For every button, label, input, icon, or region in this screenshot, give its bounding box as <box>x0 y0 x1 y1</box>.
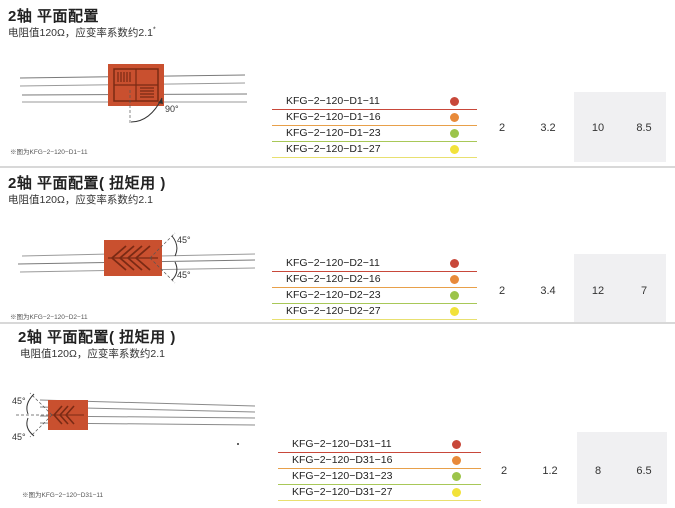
value-cell: 3.2 <box>540 122 556 134</box>
model-row: KFG−2−120−D31−11 <box>278 437 481 452</box>
value-cell: 2 <box>500 465 508 477</box>
color-dot-orange <box>450 113 459 122</box>
row-divider <box>278 468 481 469</box>
model-name: KFG−2−120−D1−11 <box>286 95 380 107</box>
model-row: KFG−2−120−D31−27 <box>278 485 481 500</box>
color-dot-yellow <box>450 307 459 316</box>
model-name: KFG−2−120−D2−16 <box>286 273 381 285</box>
figure-note: ※图为KFG−2−120−D2−11 <box>10 314 88 321</box>
model-row: KFG−2−120−D31−23 <box>278 469 481 484</box>
section-d31: 2轴 平面配置( 扭矩用 ) 电阻值120Ω，应变率系数约2.1 45° 45°… <box>0 324 675 508</box>
color-dot-orange <box>450 275 459 284</box>
model-name: KFG−2−120−D31−11 <box>292 438 392 450</box>
color-dot-green <box>450 129 459 138</box>
gauge-illustration <box>16 392 256 445</box>
value-cell: 8.5 <box>636 122 652 134</box>
row-divider <box>278 500 481 501</box>
model-row: KFG−2−120−D1−11 <box>272 94 477 109</box>
section-subtitle: 电阻值120Ω，应变率系数约2.1 <box>8 194 153 206</box>
row-divider <box>272 157 477 158</box>
color-dot-yellow <box>450 145 459 154</box>
model-name: KFG−2−120−D1−16 <box>286 111 381 123</box>
color-dot-orange <box>452 456 461 465</box>
row-divider <box>272 141 477 142</box>
model-row: KFG−2−120−D1−27 <box>272 142 477 157</box>
angle-label: 45° <box>12 396 26 406</box>
color-dot-red <box>450 97 459 106</box>
value-cell: 10 <box>591 122 605 134</box>
value-cell: 12 <box>591 285 605 297</box>
gauge-illustration <box>17 232 256 284</box>
model-name: KFG−2−120−D31−23 <box>292 470 393 482</box>
row-divider <box>272 125 477 126</box>
row-divider <box>278 452 481 453</box>
section-title: 2轴 平面配置 <box>8 8 100 25</box>
section-d2: 2轴 平面配置( 扭矩用 ) 电阻值120Ω，应变率系数约2.1 45° 45°… <box>0 168 675 324</box>
model-row: KFG−2−120−D1−16 <box>272 110 477 125</box>
figure-note: ※图为KFG−2−120−D1−11 <box>10 149 88 156</box>
angle-label: 45° <box>177 270 191 280</box>
value-cell: 1.2 <box>542 465 558 477</box>
figure-note: ※图为KFG−2−120−D31−11 <box>22 492 104 499</box>
model-name: KFG−2−120−D2−27 <box>286 305 381 317</box>
row-divider <box>272 303 477 304</box>
value-cell: 6.5 <box>636 465 652 477</box>
color-dot-green <box>450 291 459 300</box>
angle-label: 45° <box>12 432 26 442</box>
model-name: KFG−2−120−D1−23 <box>286 127 381 139</box>
gauge-illustration <box>19 64 248 125</box>
value-cell: 2 <box>498 285 506 297</box>
row-divider <box>272 109 477 110</box>
section-divider <box>0 322 675 324</box>
color-dot-red <box>450 259 459 268</box>
row-divider <box>272 287 477 288</box>
model-name: KFG−2−120−D2−23 <box>286 289 381 301</box>
model-row: KFG−2−120−D1−23 <box>272 126 477 141</box>
model-row: KFG−2−120−D31−16 <box>278 453 481 468</box>
section-title: 2轴 平面配置( 扭矩用 ) <box>18 329 176 346</box>
value-shade <box>574 92 666 162</box>
color-dot-red <box>452 440 461 449</box>
row-divider <box>272 319 477 320</box>
angle-label: 90° <box>165 104 179 114</box>
angle-label: 45° <box>177 235 191 245</box>
section-subtitle: 电阻值120Ω，应变率系数约2.1 <box>20 348 165 360</box>
value-cell: 2 <box>498 122 506 134</box>
model-row: KFG−2−120−D2−16 <box>272 272 477 287</box>
value-shade <box>574 254 666 324</box>
model-row: KFG−2−120−D2−27 <box>272 304 477 319</box>
model-row: KFG−2−120−D2−23 <box>272 288 477 303</box>
model-name: KFG−2−120−D2−11 <box>286 257 380 269</box>
section-subtitle: 电阻值120Ω，应变率系数约2.1* <box>8 26 156 40</box>
section-divider <box>0 166 675 168</box>
value-shade <box>577 432 667 504</box>
value-cell: 3.4 <box>540 285 556 297</box>
row-divider <box>272 271 477 272</box>
color-dot-yellow <box>452 488 461 497</box>
value-cell: 7 <box>640 285 648 297</box>
color-dot-green <box>452 472 461 481</box>
model-name: KFG−2−120−D1−27 <box>286 143 381 155</box>
model-name: KFG−2−120−D31−27 <box>292 486 393 498</box>
row-divider <box>278 484 481 485</box>
model-row: KFG−2−120−D2−11 <box>272 256 477 271</box>
model-name: KFG−2−120−D31−16 <box>292 454 393 466</box>
value-cell: 8 <box>594 465 602 477</box>
section-d1: 2轴 平面配置 电阻值120Ω，应变率系数约2.1* 90° ※图为KFG−2−… <box>0 0 675 170</box>
section-title: 2轴 平面配置( 扭矩用 ) <box>8 175 166 192</box>
